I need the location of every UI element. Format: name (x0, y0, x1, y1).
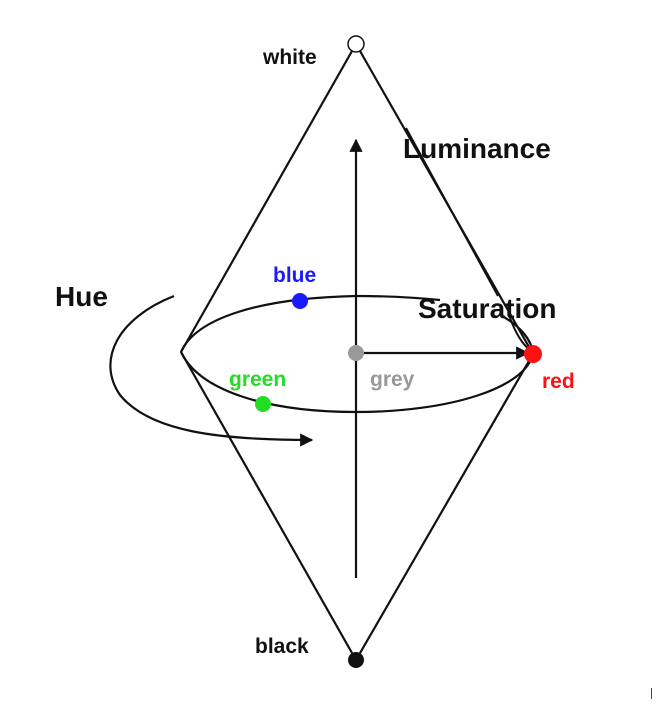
saturation-label: Saturation (418, 293, 556, 324)
black-point (348, 652, 364, 668)
text-cursor-mark (651, 688, 652, 699)
hue-label: Hue (55, 281, 108, 312)
blue-point (292, 293, 308, 309)
white-label: white (262, 46, 317, 69)
equator-ellipse-back (179, 294, 441, 353)
luminance-pointer-line (405, 127, 499, 297)
grey-point (348, 345, 364, 361)
blue-label: blue (273, 264, 316, 287)
black-label: black (255, 635, 309, 658)
cone-edge-top-left (180, 43, 357, 353)
green-point (255, 396, 271, 412)
cone-edge-bottom-right (355, 353, 534, 661)
hue-arrow (109, 294, 314, 447)
cone-edge-bottom-left (180, 351, 357, 661)
red-label: red (542, 370, 575, 393)
green-label: green (229, 368, 286, 391)
luminance-label: Luminance (403, 133, 551, 164)
white-point (347, 35, 365, 53)
grey-label: grey (370, 368, 415, 391)
red-point (524, 345, 542, 363)
